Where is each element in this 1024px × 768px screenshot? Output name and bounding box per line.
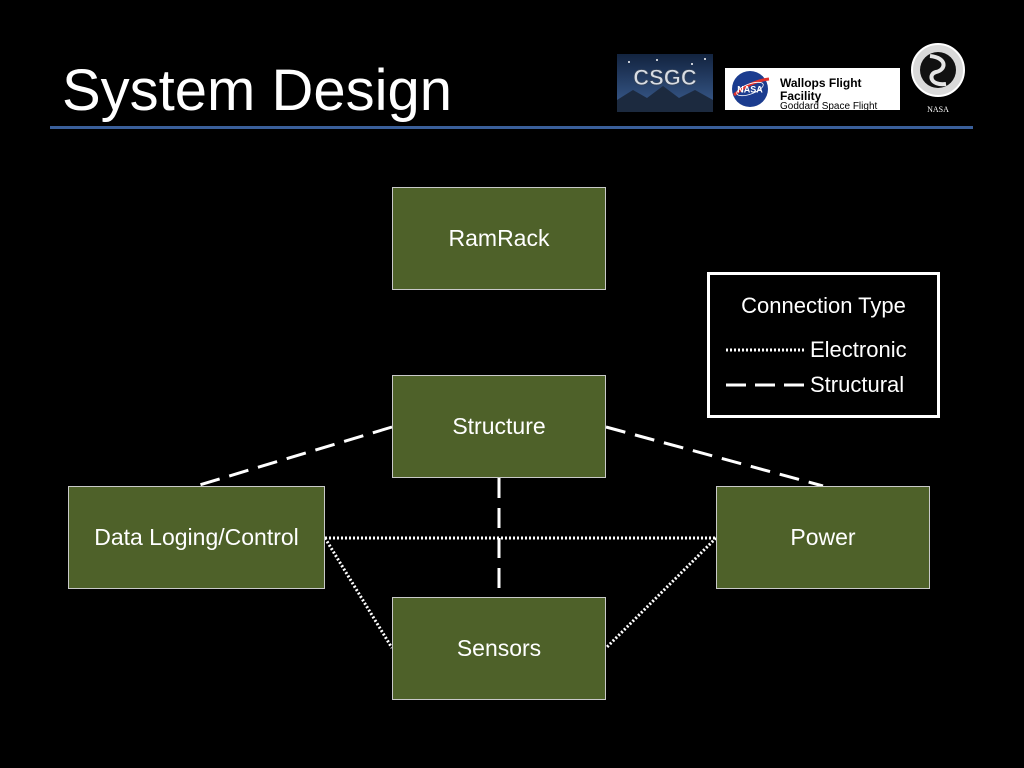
wallops-text: Wallops Flight Facility Goddard Space Fl…	[780, 77, 900, 123]
csgc-logo-graphic: CSGC	[617, 54, 713, 112]
nasa-meatball-icon: NASA	[732, 71, 770, 107]
legend-row-electronic: Electronic	[726, 337, 907, 363]
node-sensors: Sensors	[392, 597, 606, 700]
slide-title: System Design	[62, 58, 453, 123]
connector-structure-data-logging	[195, 425, 393, 488]
nasa-meatball-text: NASA	[737, 85, 763, 95]
seal-caption: NASA	[927, 105, 949, 114]
node-power: Power	[716, 486, 930, 589]
node-data-logging-control: Data Loging/Control	[68, 486, 325, 589]
title-divider	[50, 126, 973, 129]
seal-icon: NASA	[911, 43, 965, 114]
legend-label-structural: Structural	[810, 372, 905, 397]
wallops-logo: NASA Wallops Flight Facility Goddard Spa…	[725, 68, 900, 122]
goddard-name: Goddard Space Flight Center	[780, 101, 878, 123]
legend-row-structural: Structural	[726, 372, 904, 398]
csgc-logo-text: CSGC	[633, 65, 697, 90]
dashed-line-icon	[726, 383, 804, 387]
wallops-name: Wallops Flight Facility	[780, 76, 862, 103]
connector-power-sensors	[604, 536, 718, 650]
legend-label-electronic: Electronic	[810, 337, 907, 362]
connector-structure-power	[605, 425, 824, 488]
legend-title: Connection Type	[741, 293, 906, 318]
node-structure: Structure	[392, 375, 606, 478]
connector-data-logging-sensors	[323, 537, 394, 649]
csgc-logo: CSGC	[617, 54, 713, 112]
dotted-line-icon	[726, 348, 804, 352]
space-grant-seal-logo: NASA	[910, 40, 966, 116]
connection-type-legend: Connection Type Electronic Structural	[707, 272, 940, 418]
node-ramrack: RamRack	[392, 187, 606, 290]
